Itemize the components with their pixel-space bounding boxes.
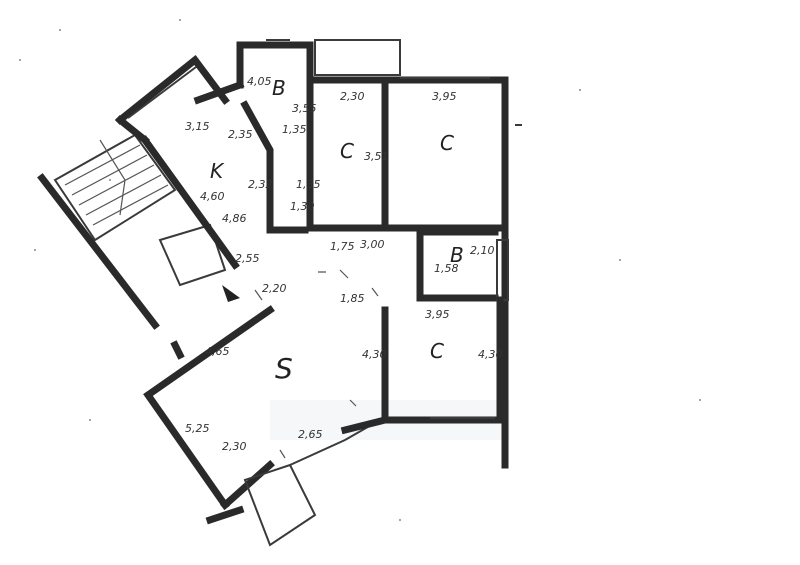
staircase [37,133,227,330]
door-marks [254,269,379,459]
dim-kitchen-top: 2,35 [228,128,253,141]
scan-noise [19,19,701,521]
dim-bath-1-side: 3,55 [292,102,317,115]
dim-bedroom-2-width: 3,95 [432,90,457,103]
bedroom-2-walls [381,76,522,469]
dim-bedroom-3-depth: 4,30 [478,348,503,361]
room-label-bath-1: B [272,76,286,100]
room-labels: K B C C B C S [210,76,464,385]
dim-hall-depth: 1,75 [330,240,355,253]
kitchen-walls [115,55,274,270]
bath-2-walls [416,228,509,302]
entrance-arrow [222,285,240,302]
room-label-bedroom-1: C [340,139,354,163]
dim-kitchen-width: 3,15 [185,120,210,133]
dim-entrance-diag: 2,55 [235,252,260,265]
dim-bedroom-1-width: 2,30 [340,90,365,103]
dim-living-width: 4,65 [205,345,230,358]
dim-kitchen-side: 2,32 [248,178,273,191]
living-room-walls [143,305,390,547]
room-label-bath-2: B [450,243,464,267]
dim-bath-2-depth: 1,58 [434,262,459,275]
dim-corridor-width: 1,35 [296,178,321,191]
dim-kitchen-depth: 4,60 [200,190,225,203]
room-label-living: S [275,352,293,385]
dim-entrance: 2,20 [262,282,287,295]
dim-living-side: 4,30 [362,348,387,361]
dim-bedroom-3-width: 3,95 [425,308,450,321]
dim-living-bottom-2: 2,65 [298,428,323,441]
room-label-bedroom-3: C [430,339,444,363]
bath-1-walls [236,39,314,234]
dim-kitchen-depth-2: 4,86 [222,212,247,225]
dim-living-depth: 5,25 [185,422,210,435]
room-label-bedroom-2: C [440,131,454,155]
dimension-labels: 3,15 2,35 4,60 4,86 2,32 4,05 1,35 3,55 … [185,75,503,453]
dim-hall-width: 3,00 [360,238,385,251]
dim-bedroom-1-depth: 3,51 [364,150,389,163]
dim-bath-1-depth: 4,05 [247,75,272,88]
dim-corridor-width-2: 1,30 [290,200,315,213]
room-label-kitchen: K [210,159,225,183]
dim-bath-2-width: 2,10 [470,244,495,257]
dim-hall-2: 1,85 [340,292,365,305]
bedroom-1-walls [306,39,401,232]
dim-living-bottom-1: 2,30 [222,440,247,453]
dim-bath-1-width: 1,35 [282,123,307,136]
